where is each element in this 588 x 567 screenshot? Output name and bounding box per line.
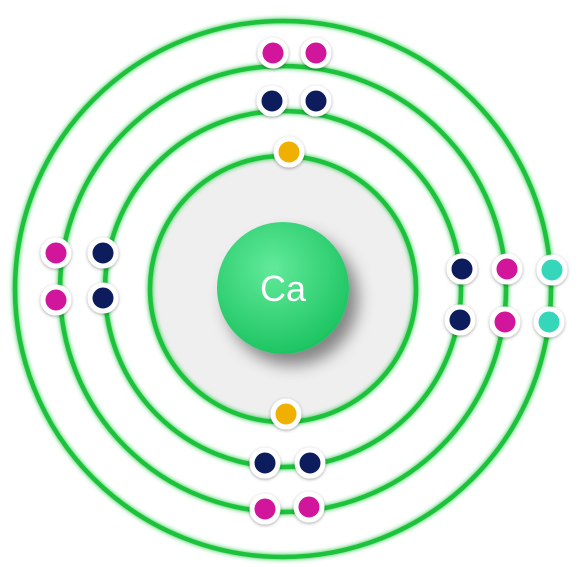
shell-2-electron-8 (294, 447, 326, 479)
shell-2-electron-6 (444, 304, 476, 336)
shell-3-electron-1 (257, 37, 289, 69)
shell-3-electron-3 (40, 237, 72, 269)
shell-3-electron-6 (489, 306, 521, 338)
nucleus: Ca (217, 222, 349, 354)
shell-2-electron-3 (87, 237, 119, 269)
shell-2-electron-5 (446, 253, 478, 285)
shell-3-electron-4 (40, 284, 72, 316)
shell-3-electron-5 (491, 253, 523, 285)
shell-2-electron-1 (256, 85, 288, 117)
shell-4-electron-2 (533, 306, 565, 338)
shell-1-electron-2 (270, 398, 302, 430)
shell-1-electron-1 (273, 136, 305, 168)
shell-4-ring (12, 18, 554, 560)
shell-3-electron-2 (300, 37, 332, 69)
electrons (40, 37, 568, 525)
shell-2-electron-7 (249, 447, 281, 479)
shell-4-electron-1 (536, 254, 568, 286)
nucleus-body (217, 222, 349, 354)
shell-2-electron-2 (300, 85, 332, 117)
element-symbol: Ca (260, 268, 307, 309)
shell-3-electron-8 (293, 491, 325, 523)
shell-2-electron-4 (87, 282, 119, 314)
shell-3-electron-7 (249, 493, 281, 525)
